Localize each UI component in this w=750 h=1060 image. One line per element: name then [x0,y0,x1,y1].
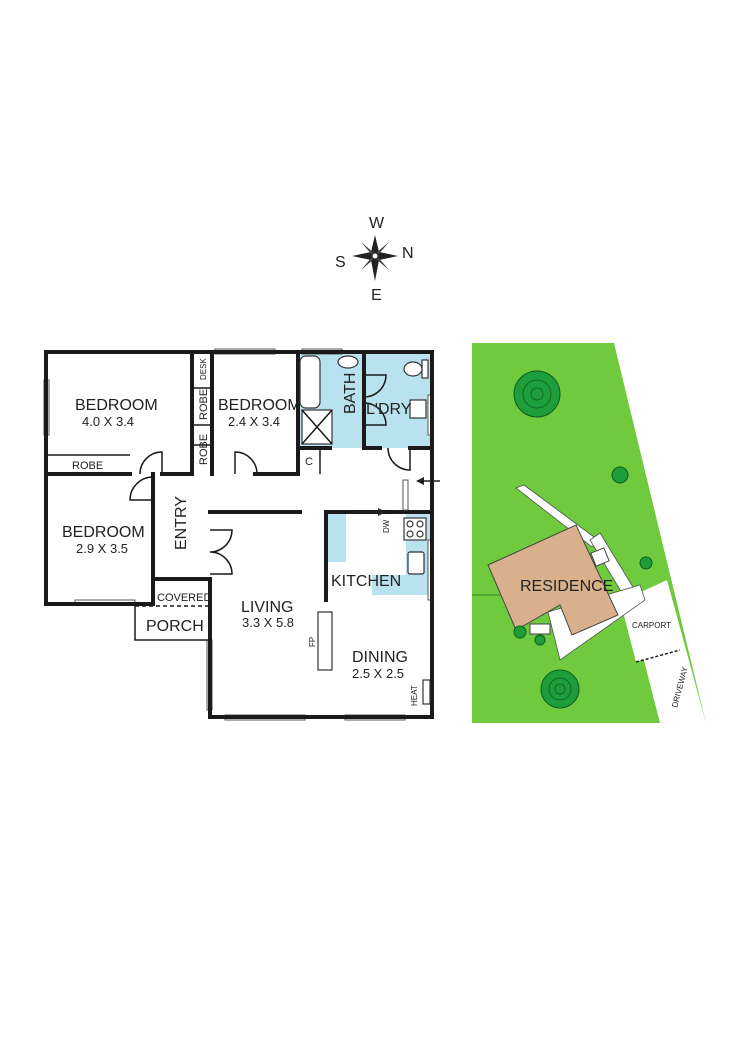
bedroom3-dims: 2.9 X 3.5 [76,541,128,556]
robe-bedroom1-label: ROBE [72,460,103,472]
cooktop-icon [403,517,427,541]
sink-icon [407,551,425,575]
covered-label: COVERED [157,592,211,604]
living-dims: 3.3 X 5.8 [242,615,294,630]
basin-icon [337,355,359,369]
bedroom2-dims: 2.4 X 3.4 [228,414,280,429]
shrub-4-icon [534,634,546,646]
burner-3-icon [406,530,414,538]
toilet-cistern-icon [421,359,429,379]
outer-wall [44,350,434,719]
burner-2-icon [416,520,424,528]
bath-label: BATH [342,373,359,414]
carport-label: CARPORT [632,621,671,630]
porch-label: PORCH [146,618,204,635]
shrub-2-icon [639,556,653,570]
compass-east-label: E [371,287,382,304]
bedroom1-dims: 4.0 X 3.4 [82,414,134,429]
entry-label: ENTRY [173,496,190,550]
burner-1-icon [406,520,414,528]
residence-label: RESIDENCE [520,578,613,595]
living-label: LIVING [241,599,293,616]
entry-arrow-icon [416,477,440,485]
door-bedroom1 [139,451,163,475]
shrub-1-icon [611,466,629,484]
burner-4-icon [416,530,424,538]
shrub-3-icon [513,625,527,639]
site-plan: RESIDENCE CARPORT DRIVEWAY [472,343,706,723]
bedroom2-label: BEDROOM [218,397,301,414]
dining-dims: 2.5 X 2.5 [352,666,404,681]
compass-rose-icon [352,235,398,281]
door-rear-side [402,479,409,511]
bedroom1-label: BEDROOM [75,397,158,414]
laundry-tub-icon [409,399,427,419]
fireplace-label: FP [308,637,317,647]
compass-north-label: N [402,245,414,262]
cupboard-label: C [305,456,313,468]
compass-south-label: S [335,254,346,271]
heater-icon [422,679,431,705]
desk-label: DESK [199,358,208,380]
tree-2-icon [540,669,580,709]
door-entry-double [209,529,233,575]
door-laundry [363,374,387,398]
floor-plan: BEDROOM 4.0 X 3.4 BEDROOM 2.4 X 3.4 BEDR… [43,348,440,721]
door-bedroom3 [129,476,154,501]
compass-west-label: W [369,215,385,232]
bathtub-icon [299,355,321,409]
residence-porch [590,547,610,567]
tree-1-icon [513,370,561,418]
door-bath [363,402,387,426]
toilet-bowl-icon [403,361,423,377]
door-bedroom2 [234,451,258,475]
fireplace-icon [317,611,333,671]
kitchen-label: KITCHEN [331,573,401,590]
door-rear [387,447,411,471]
heater-label: HEAT [410,685,419,706]
laundry-label: L'DRY [366,401,412,418]
porch-outline [134,606,210,641]
driveway-dashed-line [635,649,681,663]
shower-cross-2 [301,409,333,445]
robe-lower-label: ROBE [198,434,210,465]
kitchen-door-arrow-icon [354,508,386,516]
robe-upper-label: ROBE [198,389,210,420]
bedroom3-label: BEDROOM [62,524,145,541]
dishwasher-label: DW [382,519,391,533]
kitchen-bench-fill [326,512,346,562]
dining-label: DINING [352,649,408,666]
front-steps [529,623,551,635]
